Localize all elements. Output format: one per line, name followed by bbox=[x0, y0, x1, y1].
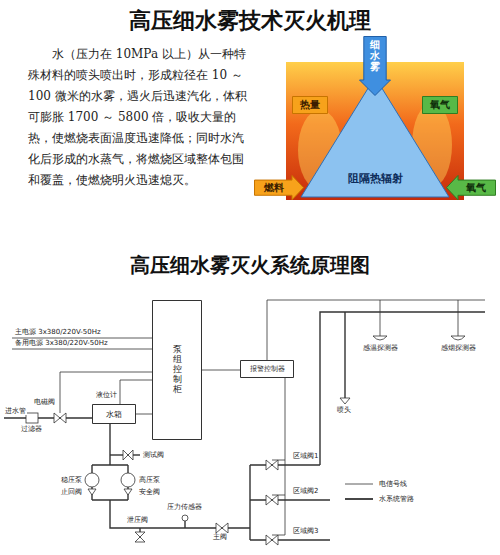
part-label: 过滤器 bbox=[20, 425, 43, 433]
legend-line-sample bbox=[345, 479, 375, 489]
alarm-controller: 报警控制器 bbox=[240, 360, 294, 378]
relief-valve-symbol bbox=[135, 532, 145, 542]
power-label: 主电源 3x380/220V-50Hz bbox=[14, 328, 102, 336]
node-shape bbox=[241, 361, 294, 378]
pressure-sensor-symbol bbox=[182, 515, 188, 521]
node-text: 燃料 bbox=[264, 181, 284, 195]
check-valve-symbol bbox=[88, 489, 132, 495]
section-title: 高压细水雾灭火系统原理图 bbox=[0, 252, 500, 279]
region-valve-wire bbox=[272, 378, 285, 535]
legend-line-sample bbox=[345, 494, 375, 504]
solenoid-valve-symbol bbox=[54, 413, 66, 423]
node-shape bbox=[93, 405, 136, 424]
test-valve-symbol bbox=[123, 450, 133, 460]
level-gauge-wire bbox=[120, 380, 152, 404]
connector bbox=[136, 414, 152, 415]
description-paragraph: 水（压力在 10MPa 以上）从一种特殊材料的喷头喷出时，形成粒径在 10 ～ … bbox=[28, 44, 250, 191]
part-label: 进水管 bbox=[4, 407, 27, 415]
main-valve-symbol bbox=[216, 523, 228, 533]
node-text: 水箱 bbox=[106, 409, 122, 420]
schematic-pipes bbox=[4, 312, 485, 542]
part-label: 液位计 bbox=[95, 391, 118, 399]
oxygen-arrow: 氧气 bbox=[446, 175, 496, 200]
power-label: 备用电源 3x380/220V-50Hz bbox=[14, 339, 109, 347]
part-label: 止回阀 bbox=[60, 488, 83, 496]
part-label: 区域阀2 bbox=[292, 487, 319, 495]
pump-symbol bbox=[85, 473, 99, 487]
part-label: 区域阀3 bbox=[292, 527, 319, 535]
fuel-arrow: 燃料 bbox=[254, 175, 304, 200]
node-shape bbox=[423, 97, 458, 114]
node-text: 氧气 bbox=[430, 98, 450, 112]
legend-entry: 水系统管路 bbox=[345, 494, 414, 504]
oxygen-box: 氧气 bbox=[422, 96, 458, 114]
part-label: 泄压阀 bbox=[126, 516, 149, 524]
region-valve-symbol bbox=[266, 460, 278, 545]
mist-arrow: 细水雾 bbox=[359, 36, 391, 96]
node-text: 阻隔热辐射 bbox=[348, 171, 403, 186]
part-label: 主阀 bbox=[212, 533, 228, 541]
part-label: 压力传感器 bbox=[166, 503, 203, 511]
main-title: 高压细水雾技术灭火机理 bbox=[0, 6, 500, 36]
power-wire bbox=[12, 338, 152, 349]
legend-line bbox=[345, 498, 373, 500]
node-text: 细水雾 bbox=[370, 39, 380, 72]
node-shape bbox=[153, 301, 202, 440]
detector-symbol bbox=[373, 336, 465, 340]
node-text: 氧气 bbox=[466, 181, 486, 195]
pump-symbol bbox=[121, 473, 135, 487]
manifold-pipe bbox=[250, 465, 330, 540]
part-label: 感烟探测器 bbox=[440, 344, 477, 352]
node-shape bbox=[255, 176, 304, 200]
node-text: 报警控制器 bbox=[250, 364, 285, 374]
legend-text: 电信号线 bbox=[379, 479, 407, 489]
water-tank: 水箱 bbox=[92, 404, 136, 424]
part-label: 电磁阀 bbox=[33, 398, 56, 406]
inlet-pipe bbox=[4, 417, 92, 418]
heat-box: 热量 bbox=[292, 96, 328, 114]
part-label: 感温探测器 bbox=[362, 344, 399, 352]
legend-text: 水系统管路 bbox=[379, 494, 414, 504]
connector bbox=[202, 370, 240, 371]
part-label: 高压泵 bbox=[138, 476, 161, 484]
node-text: 泵组控制柜 bbox=[173, 345, 182, 394]
node-shape bbox=[447, 176, 496, 200]
node-shape bbox=[360, 37, 391, 96]
pump-control-cabinet: 泵组控制柜 bbox=[152, 300, 202, 440]
schematic-symbols bbox=[26, 336, 465, 545]
alarm-wire bbox=[267, 300, 485, 360]
part-label: 稳压泵 bbox=[60, 476, 83, 484]
part-label: 区域阀1 bbox=[292, 452, 319, 460]
legend-line bbox=[345, 484, 373, 485]
part-label: 安全阀 bbox=[138, 488, 161, 496]
legend-entry: 电信号线 bbox=[345, 479, 407, 489]
part-label: 测试阀 bbox=[142, 451, 165, 459]
sprinkler-symbol bbox=[340, 398, 350, 404]
part-label: 喷头 bbox=[336, 406, 352, 414]
filter-symbol bbox=[26, 413, 38, 423]
node-shape bbox=[293, 97, 328, 114]
node-text: 热量 bbox=[300, 98, 320, 112]
sensor-stub bbox=[184, 521, 185, 528]
riser-pipe bbox=[320, 312, 485, 465]
